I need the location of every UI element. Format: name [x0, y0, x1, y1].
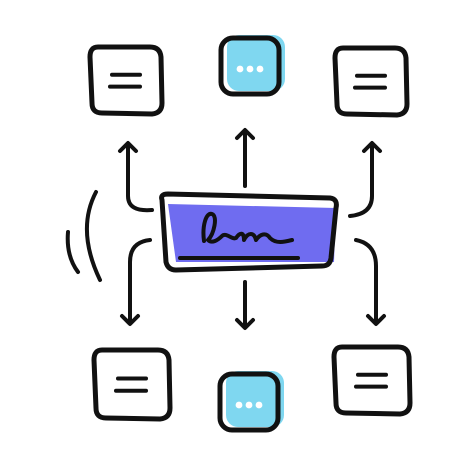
- node-highlight: [227, 35, 285, 91]
- arrow-up-icon: [235, 128, 255, 188]
- arrow-down-icon: [120, 238, 152, 326]
- chat-bubble-icon: [217, 371, 284, 433]
- arrow-up-icon: [118, 141, 154, 213]
- node-highlight: [226, 371, 284, 427]
- arrow-down-icon: [354, 238, 386, 326]
- text-card-icon: [91, 347, 173, 422]
- arrow-down-icon: [235, 280, 255, 330]
- signature-card: [159, 191, 339, 273]
- text-card-icon: [87, 44, 165, 117]
- chat-bubble-icon: [218, 35, 285, 97]
- motion-lines: [65, 190, 102, 282]
- text-card-icon: [332, 45, 410, 118]
- arrow-up-icon: [348, 141, 382, 218]
- text-card-icon: [331, 344, 413, 417]
